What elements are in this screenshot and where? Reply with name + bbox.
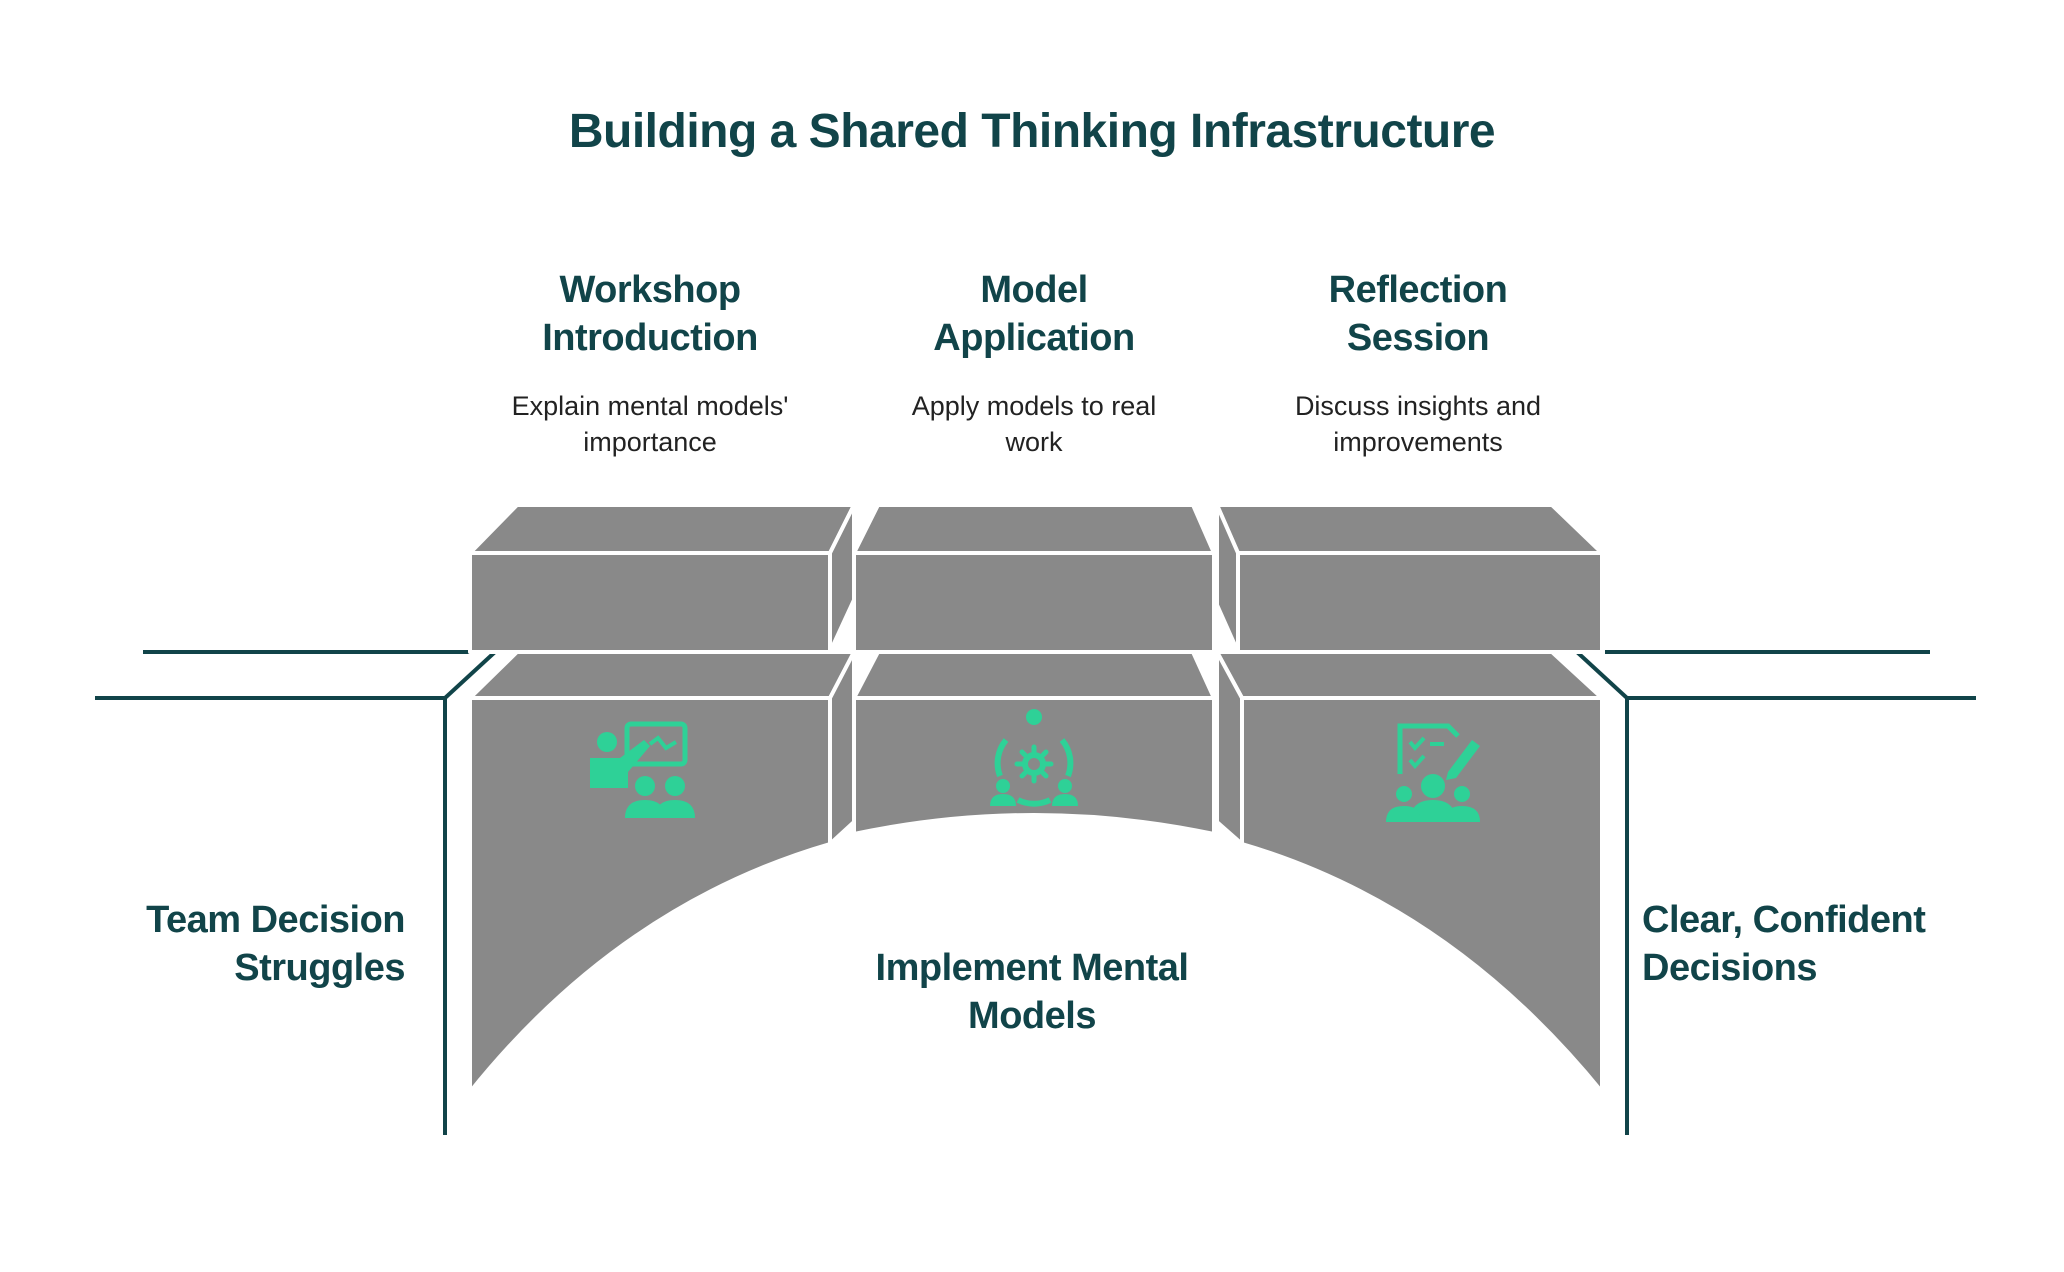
left-label: Team Decision Struggles <box>146 899 405 989</box>
step-model-application: Model Application Apply models to real w… <box>854 266 1214 460</box>
presenter-icon <box>590 721 695 818</box>
step-description: Explain mental models' importance <box>511 391 789 457</box>
step-workshop-introduction: Workshop Introduction Explain mental mod… <box>470 266 830 460</box>
step-reflection-session: Reflection Session Discuss insights and … <box>1238 266 1598 460</box>
right-label: Clear, Confident Decisions <box>1642 899 1926 989</box>
ground-lines <box>95 650 1976 1135</box>
page-title: Building a Shared Thinking Infrastructur… <box>568 105 1496 158</box>
center-label: Implement Mental Models <box>875 947 1189 1037</box>
step-description: Discuss insights and improvements <box>1294 391 1542 457</box>
step-title: Model Application <box>933 269 1135 359</box>
step-title: Workshop Introduction <box>542 269 758 359</box>
arch-blocks <box>468 650 1604 1094</box>
group-checklist-icon <box>1386 723 1480 822</box>
step-description: Apply models to real work <box>911 391 1157 457</box>
step-title: Reflection Session <box>1328 269 1508 359</box>
model-cycle-icon <box>990 709 1078 807</box>
top-row-blocks <box>468 503 1604 654</box>
